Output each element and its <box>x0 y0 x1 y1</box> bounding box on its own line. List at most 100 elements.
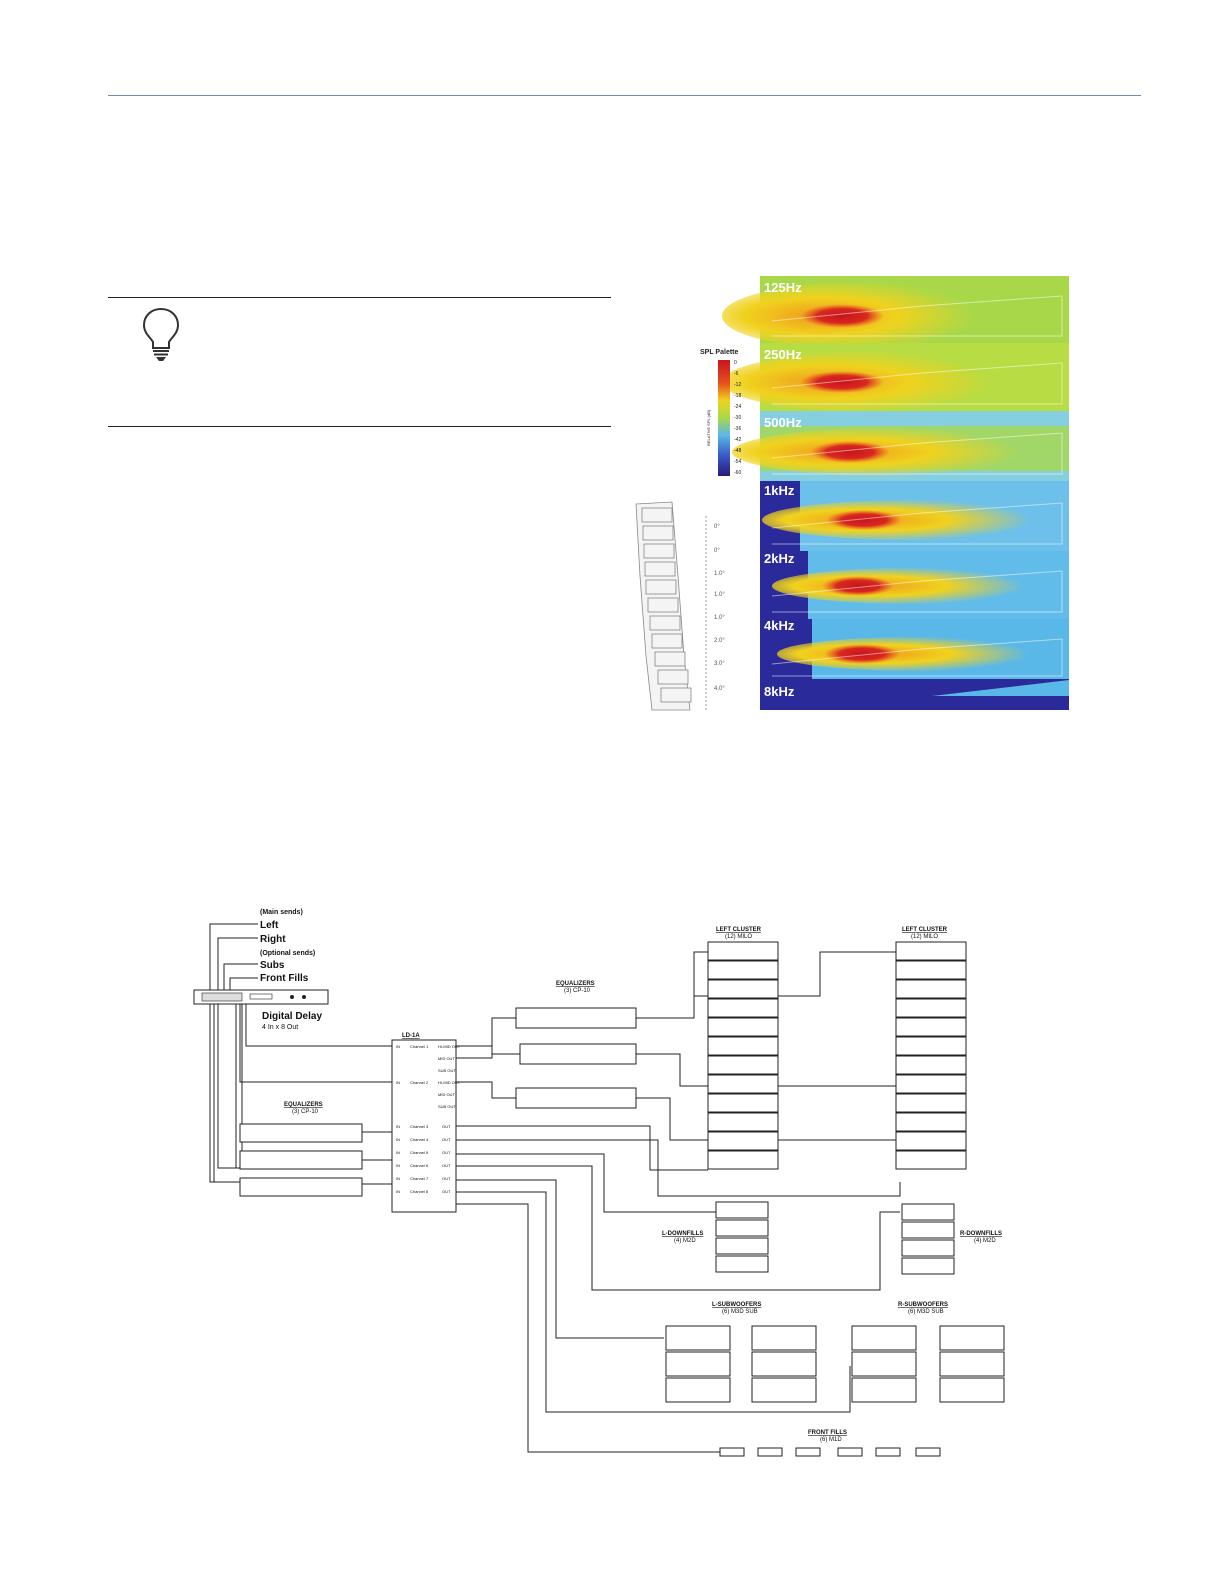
right-send-label: Right <box>260 934 286 945</box>
r-subwoofers <box>851 1325 1005 1403</box>
l-subwoofers <box>665 1325 817 1403</box>
band-label-1khz: 1kHz <box>764 483 795 498</box>
r-subs-title: R-SUBWOOFERS <box>898 1302 948 1308</box>
svg-text:-24: -24 <box>734 404 741 410</box>
right-cluster-title: LEFT CLUSTER <box>902 927 948 933</box>
palette-ticks: 0 -6 -12 -18 -24 -30 -36 -42 -48 -54 -60 <box>734 360 741 476</box>
lm-channel-3: Channel 3 <box>410 1124 429 1129</box>
band-label-500hz: 500Hz <box>764 415 802 430</box>
front-fills-row <box>719 1447 941 1457</box>
svg-text:0: 0 <box>734 360 737 366</box>
right-cluster-subtitle: (12) MILO <box>911 934 938 940</box>
lm-out-5: MID OUT <box>438 1092 455 1097</box>
lm-in-4: IN <box>396 1137 400 1142</box>
svg-text:-60: -60 <box>734 470 741 476</box>
palette-bar <box>718 360 730 476</box>
front-fills-send-label: Front Fills <box>260 973 309 984</box>
front-fills-subtitle: (6) M1D <box>820 1437 842 1443</box>
svg-text:1.0°: 1.0° <box>714 592 725 598</box>
r-subs-subtitle: (6) M3D SUB <box>908 1309 944 1315</box>
lm-out-11: OUT <box>442 1176 451 1181</box>
lm-in-7: IN <box>396 1176 400 1181</box>
lm-channel-2: Channel 2 <box>410 1080 429 1085</box>
svg-text:-18: -18 <box>734 393 741 399</box>
lm-in-8: IN <box>396 1189 400 1194</box>
l-downfills-subtitle: (4) M2D <box>674 1238 696 1244</box>
eq-left-title: EQUALIZERS <box>284 1102 323 1108</box>
signal-flow-diagram: (Main sends) Left Right (Optional sends)… <box>193 909 1005 1457</box>
l-subs-subtitle: (6) M3D SUB <box>722 1309 758 1315</box>
lm-out-10: OUT <box>442 1163 451 1168</box>
left-cluster-title: LEFT CLUSTER <box>716 927 762 933</box>
l-subs-title: L-SUBWOOFERS <box>712 1302 761 1308</box>
lm-channel-4: Channel 4 <box>410 1137 429 1142</box>
lm-channel-6: Channel 6 <box>410 1163 429 1168</box>
front-fills-title: FRONT FILLS <box>808 1430 847 1436</box>
eq-top-title: EQUALIZERS <box>556 981 595 987</box>
lm-in-2: IN <box>396 1080 400 1085</box>
lm-channel-7: Channel 7 <box>410 1176 429 1181</box>
svg-text:0°: 0° <box>714 524 720 530</box>
lm-channel-1: Channel 1 <box>410 1044 429 1049</box>
l-downfills-stack <box>715 1201 769 1273</box>
digital-delay-rack <box>193 989 329 1005</box>
lm-channel-8: Channel 8 <box>410 1189 429 1194</box>
svg-text:-6: -6 <box>734 371 739 377</box>
lm-out-3: SUB OUT <box>438 1068 456 1073</box>
lm-in-1: IN <box>396 1044 400 1049</box>
svg-text:4.0°: 4.0° <box>714 686 725 692</box>
main-sends-label: (Main sends) <box>260 909 303 916</box>
lm-in-5: IN <box>396 1150 400 1155</box>
lightbulb-icon <box>142 307 180 361</box>
spl-heatmap-figure: 125Hz 250Hz 500Hz 1kHz 2kHz 4kHz 8kHz SP… <box>635 276 1069 711</box>
r-downfills-subtitle: (4) M2D <box>974 1238 996 1244</box>
lm-out-9: OUT <box>442 1150 451 1155</box>
tip-rule-top <box>108 297 611 298</box>
r-downfills-stack <box>901 1203 955 1275</box>
left-send-label: Left <box>260 920 279 931</box>
r-downfills-title: R-DOWNFILLS <box>960 1231 1002 1237</box>
palette-axis-label: RELATIVE SPL (dB) <box>706 409 711 446</box>
palette-title: SPL Palette <box>700 349 738 356</box>
svg-text:0°: 0° <box>714 548 720 554</box>
svg-text:-42: -42 <box>734 437 741 443</box>
left-cluster-subtitle: (12) MILO <box>725 934 752 940</box>
eq-left-subtitle: (3) CP-10 <box>292 1109 319 1115</box>
eq-top-subtitle: (3) CP-10 <box>564 988 591 994</box>
header-rule <box>108 95 1141 96</box>
delay-title: Digital Delay <box>262 1011 322 1022</box>
svg-text:1.0°: 1.0° <box>714 571 725 577</box>
band-label-2khz: 2kHz <box>764 551 795 566</box>
band-label-4khz: 4kHz <box>764 618 795 633</box>
array-angles: 0° 0° 1.0° 1.0° 1.0° 2.0° 3.0° 4.0° <box>714 524 725 692</box>
line-driver-box <box>391 1039 457 1213</box>
lm-channel-5: Channel 5 <box>410 1150 429 1155</box>
svg-text:-30: -30 <box>734 415 741 421</box>
lm-out-4: HI-MID OUT <box>438 1080 461 1085</box>
lm-out-1: HI-MID OUT <box>438 1044 461 1049</box>
delay-subtitle: 4 In x 8 Out <box>262 1024 298 1031</box>
l-downfills-title: L-DOWNFILLS <box>662 1231 703 1237</box>
svg-text:3.0°: 3.0° <box>714 661 725 667</box>
lm-title: LD-1A <box>402 1033 420 1039</box>
lm-in-3: IN <box>396 1124 400 1129</box>
left-cluster-stack <box>707 941 779 1170</box>
svg-text:1.0°: 1.0° <box>714 615 725 621</box>
right-cluster-stack <box>895 941 967 1170</box>
lm-out-2: MID OUT <box>438 1056 455 1061</box>
band-label-125hz: 125Hz <box>764 280 802 295</box>
lm-in-6: IN <box>396 1163 400 1168</box>
line-array-sketch <box>635 501 692 711</box>
subs-send-label: Subs <box>260 960 285 971</box>
svg-text:2.0°: 2.0° <box>714 638 725 644</box>
svg-text:-54: -54 <box>734 459 741 465</box>
svg-text:-36: -36 <box>734 426 741 432</box>
band-label-8khz: 8kHz <box>764 684 795 699</box>
tip-rule-bottom <box>108 426 611 427</box>
lm-out-7: OUT <box>442 1124 451 1129</box>
band-label-250hz: 250Hz <box>764 347 802 362</box>
svg-text:-48: -48 <box>734 448 741 454</box>
eq-top-rack <box>515 1007 637 1109</box>
lm-out-12: OUT <box>442 1189 451 1194</box>
optional-sends-label: (Optional sends) <box>260 950 315 957</box>
